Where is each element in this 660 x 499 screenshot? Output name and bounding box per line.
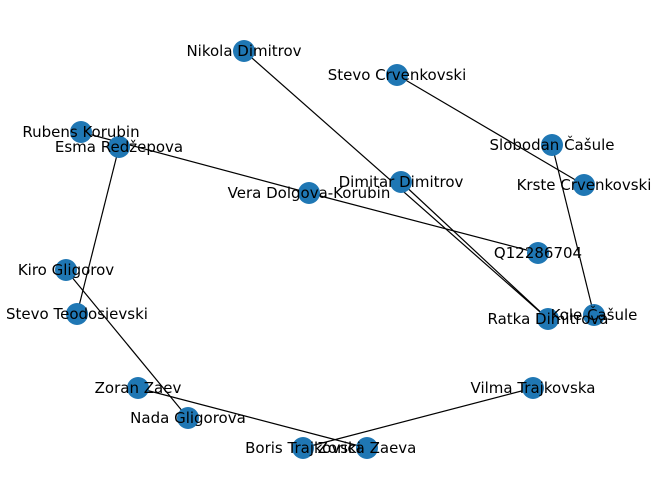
node-nada [177, 407, 199, 429]
edge-vera-q [308, 192, 539, 254]
node-label-nada: Nada Gligorova [130, 409, 246, 427]
node-label-ratka: Ratka Dimitrova [487, 310, 608, 328]
node-label-dimitar: Dimitar Dimitrov [339, 173, 464, 191]
edge-kiro-nada [65, 269, 189, 419]
node-q [527, 242, 549, 264]
node-zorica [356, 437, 378, 459]
node-rubens [70, 121, 92, 143]
node-vera [298, 182, 320, 204]
node-label-vera: Vera Dolgova-Korubin [228, 184, 391, 202]
edge-slobodan-kole [551, 144, 595, 316]
node-krste [573, 174, 595, 196]
node-label-rubens: Rubens Korubin [22, 123, 139, 141]
edge-dimitar-ratka [400, 181, 549, 320]
node-kiro [55, 259, 77, 281]
node-nikola [233, 40, 255, 62]
node-label-q: Q12286704 [494, 244, 582, 262]
node-label-kiro: Kiro Gligorov [18, 261, 114, 279]
node-ratka [537, 308, 559, 330]
node-label-boris: Boris Trajkovski [245, 439, 361, 457]
node-label-zoran: Zoran Zaev [95, 379, 182, 397]
node-label-vilma: Vilma Trajkovska [471, 379, 596, 397]
node-vilma [522, 377, 544, 399]
node-kole [583, 304, 605, 326]
node-label-stevo_c: Stevo Crvenkovski [328, 66, 467, 84]
node-zoran [127, 377, 149, 399]
edge-esma-stevo_t [76, 146, 120, 315]
node-label-esma: Esma Redžepova [55, 138, 183, 156]
edge-stevo_c-krste [396, 74, 585, 186]
node-label-zorica: Zorica Zaeva [318, 439, 417, 457]
node-label-slobodan: Slobodan Čašule [490, 135, 615, 154]
nodes-layer [55, 40, 605, 459]
node-slobodan [541, 134, 563, 156]
node-stevo_c [386, 64, 408, 86]
node-dimitar [390, 171, 412, 193]
node-label-nikola: Nikola Dimitrov [186, 42, 301, 60]
node-stevo_t [66, 303, 88, 325]
edge-zoran-zorica [137, 387, 368, 449]
node-esma [108, 136, 130, 158]
node-label-krste: Krste Crvenkovski [517, 176, 652, 194]
node-label-stevo_t: Stevo Teodosievski [6, 305, 148, 323]
node-boris [292, 437, 314, 459]
node-label-kole: Kole Čašule [551, 305, 638, 324]
edge-vilma-boris [302, 387, 534, 449]
